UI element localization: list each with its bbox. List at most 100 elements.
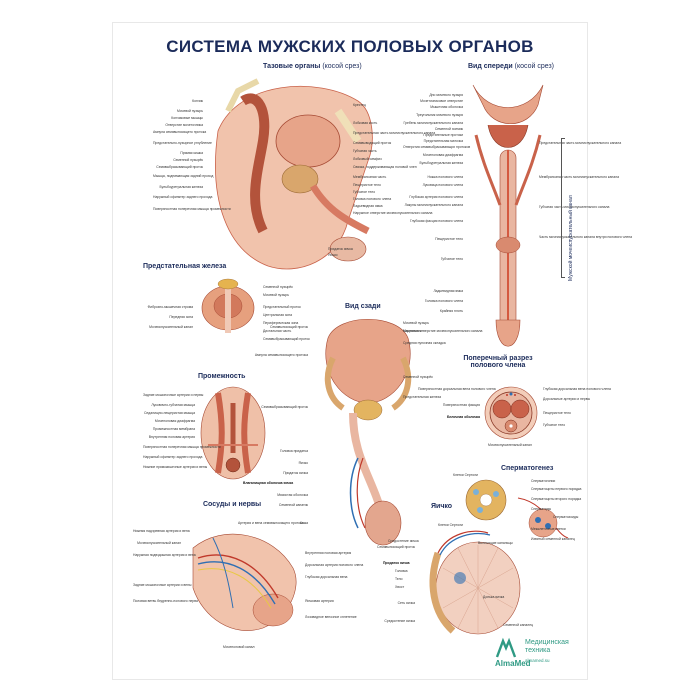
pelvic-organs-illustration: [215, 78, 373, 270]
label: Тело: [395, 577, 403, 581]
label: Луковично-губчатая мышца: [151, 403, 195, 407]
label: Предстательные протоки: [423, 133, 463, 137]
label: Предстательная железа: [403, 395, 441, 399]
label: Мышца, поднимающая задний проход: [153, 174, 214, 178]
label: Сеть яичка: [397, 601, 415, 605]
label: Артерия и вена семявыносящего протока: [238, 521, 304, 525]
cross-section-illustration: [484, 386, 538, 440]
label: Мясистая оболочка: [277, 493, 308, 497]
label: Яичко: [328, 253, 338, 257]
label: Долька яичка: [483, 595, 505, 599]
label: Копчиковые мышцы: [171, 116, 203, 120]
urethra-bracket: [561, 138, 565, 278]
label: Треугольник мочевого пузыря: [416, 113, 463, 117]
label: Промежностная мембрана: [152, 427, 195, 431]
label: Предстательная часть мочеиспускательного…: [539, 141, 622, 145]
label: Межклеточные клетки: [531, 527, 566, 531]
label: Поверхностная поперечная мышца промежнос…: [153, 207, 231, 211]
label: Мочевой пузырь: [403, 321, 429, 325]
label: Поверхностная поперечная мышца промежнос…: [143, 445, 221, 449]
label: Губчатая часть мочеиспускательного канал…: [539, 205, 610, 209]
label: Наружная подвздошная артерия и вена: [133, 553, 196, 557]
prostate-illustration: [201, 278, 255, 333]
label: Отверстие мочеточника: [165, 123, 203, 127]
almamed-logo: AlmaMed Медицинская техника almamed.su: [495, 635, 585, 671]
testis-section-title: Яичко: [431, 503, 453, 510]
label: Предстательная маточка: [423, 139, 463, 143]
label: Прямая кишка: [180, 151, 203, 155]
logo-brand: AlmaMed: [495, 659, 531, 668]
label: Передняя зона: [169, 315, 193, 319]
label: Лобковый симфиз: [353, 157, 382, 161]
label: Сперматоциты второго порядка: [531, 497, 582, 501]
anatomy-poster: СИСТЕМА МУЖСКИХ ПОЛОВЫХ ОРГАНОВ Тазовые …: [112, 22, 632, 680]
label: Ампула семявыносящего протока: [254, 353, 308, 357]
label: Выносящие канальцы: [478, 541, 513, 545]
logo-tagline-line1: Медицинская: [525, 639, 569, 646]
label: Внутренняя половая артерия: [148, 435, 195, 439]
vertical-urethra-label: Мужской мочеиспускательный канал: [568, 195, 574, 281]
label: Задние мошоночные артерии и нервы: [143, 393, 204, 397]
label: Нижняя надчревная артерия и вена: [133, 529, 190, 533]
label: Яичко: [298, 461, 308, 465]
label: Сперматиды: [531, 507, 552, 511]
label: Семявыбрасывающий проток: [261, 405, 308, 409]
label: Головка полового члена: [424, 299, 463, 303]
label: Семявыводящий проток: [353, 141, 392, 145]
label: Гребень мочеиспускательного канала: [403, 121, 463, 125]
label: Семявыбрасывающий проток: [156, 165, 203, 169]
cross-section-title: Поперечный разрез полового члена: [463, 355, 533, 369]
label: Мочеточник: [403, 329, 422, 333]
label: Мочеиспускательный канал: [149, 325, 193, 329]
label: Отверстия семявыбрасывающих протоков: [403, 145, 471, 149]
front-section-title: Вид спереди (косой срез): [468, 63, 555, 70]
label: Сперматозоиды: [553, 515, 579, 519]
label: Связка, поддерживающая половой член: [353, 165, 417, 169]
label: Предстательно-пузырное углубление: [153, 141, 212, 145]
label: Фиброзно-мышечная строма: [147, 305, 193, 309]
logo-tagline-line2: техника: [525, 647, 551, 654]
label: Семенной каналец: [503, 623, 534, 627]
sperm-section-title: Сперматогенез: [501, 465, 554, 472]
vessels-section-title: Сосуды и нервы: [203, 501, 262, 508]
label: Губчатое тело: [543, 423, 566, 427]
label: Половая ветвь бедренно-полового нерва: [133, 599, 198, 603]
label: Пещеристое тело: [353, 183, 381, 187]
label: Дорсальные артерии и нервы: [543, 397, 591, 401]
label: Предстательный проток: [263, 305, 301, 309]
label: Пещеристое тело: [435, 237, 463, 241]
label: Ампула семявыносящего протока: [153, 130, 207, 134]
label: Семявыносящий проток: [377, 545, 415, 549]
label: Семявыбрасывающий проток: [263, 337, 310, 341]
label: Сперматоциты первого порядка: [531, 487, 582, 491]
label: Кожа: [300, 521, 308, 525]
logo-url: almamed.su: [525, 658, 550, 663]
label: Дно мочевого пузыря: [429, 93, 463, 97]
label: Пещеристое тело: [543, 411, 571, 415]
label: Клетки Сертоли: [438, 523, 463, 527]
label: Лозовидное венозное сплетение: [305, 615, 357, 619]
label: Внутренняя половая артерия: [305, 551, 352, 555]
label: Сперматогонии: [531, 479, 556, 483]
label: Головка полового члена: [353, 197, 392, 201]
label: Предстательная часть мочеиспускательного…: [353, 131, 436, 135]
label: Белочная оболочка: [446, 415, 480, 419]
back-section-title: Вид сзади: [345, 303, 381, 310]
label: Задние мошоночные артерии и вены: [133, 583, 192, 587]
label: Средостение яичка: [388, 539, 419, 543]
label: Влагалищная оболочка яичка: [243, 481, 294, 485]
label: Наружный сфинктер заднего прохода: [153, 195, 213, 199]
label: Дистальная часть: [263, 329, 292, 333]
label: Яичковая артерия: [305, 599, 334, 603]
label: Крестец: [353, 103, 366, 107]
label: Часть мочеиспускательного канала внутри …: [539, 235, 633, 239]
label: Мочеполовой канал: [223, 645, 255, 649]
label: Семенной канатик: [278, 503, 308, 507]
label: Средняя пупочная складка: [403, 341, 446, 345]
label: Глубокая дорсальная вена полового члена: [543, 387, 611, 391]
label: Центральная зона: [263, 313, 293, 317]
label: Мочеполовая диафрагма: [422, 153, 463, 157]
label: Головка придатка: [280, 449, 308, 453]
label: Семенной пузырёк: [173, 158, 203, 162]
label: Ножка полового члена: [427, 175, 463, 179]
